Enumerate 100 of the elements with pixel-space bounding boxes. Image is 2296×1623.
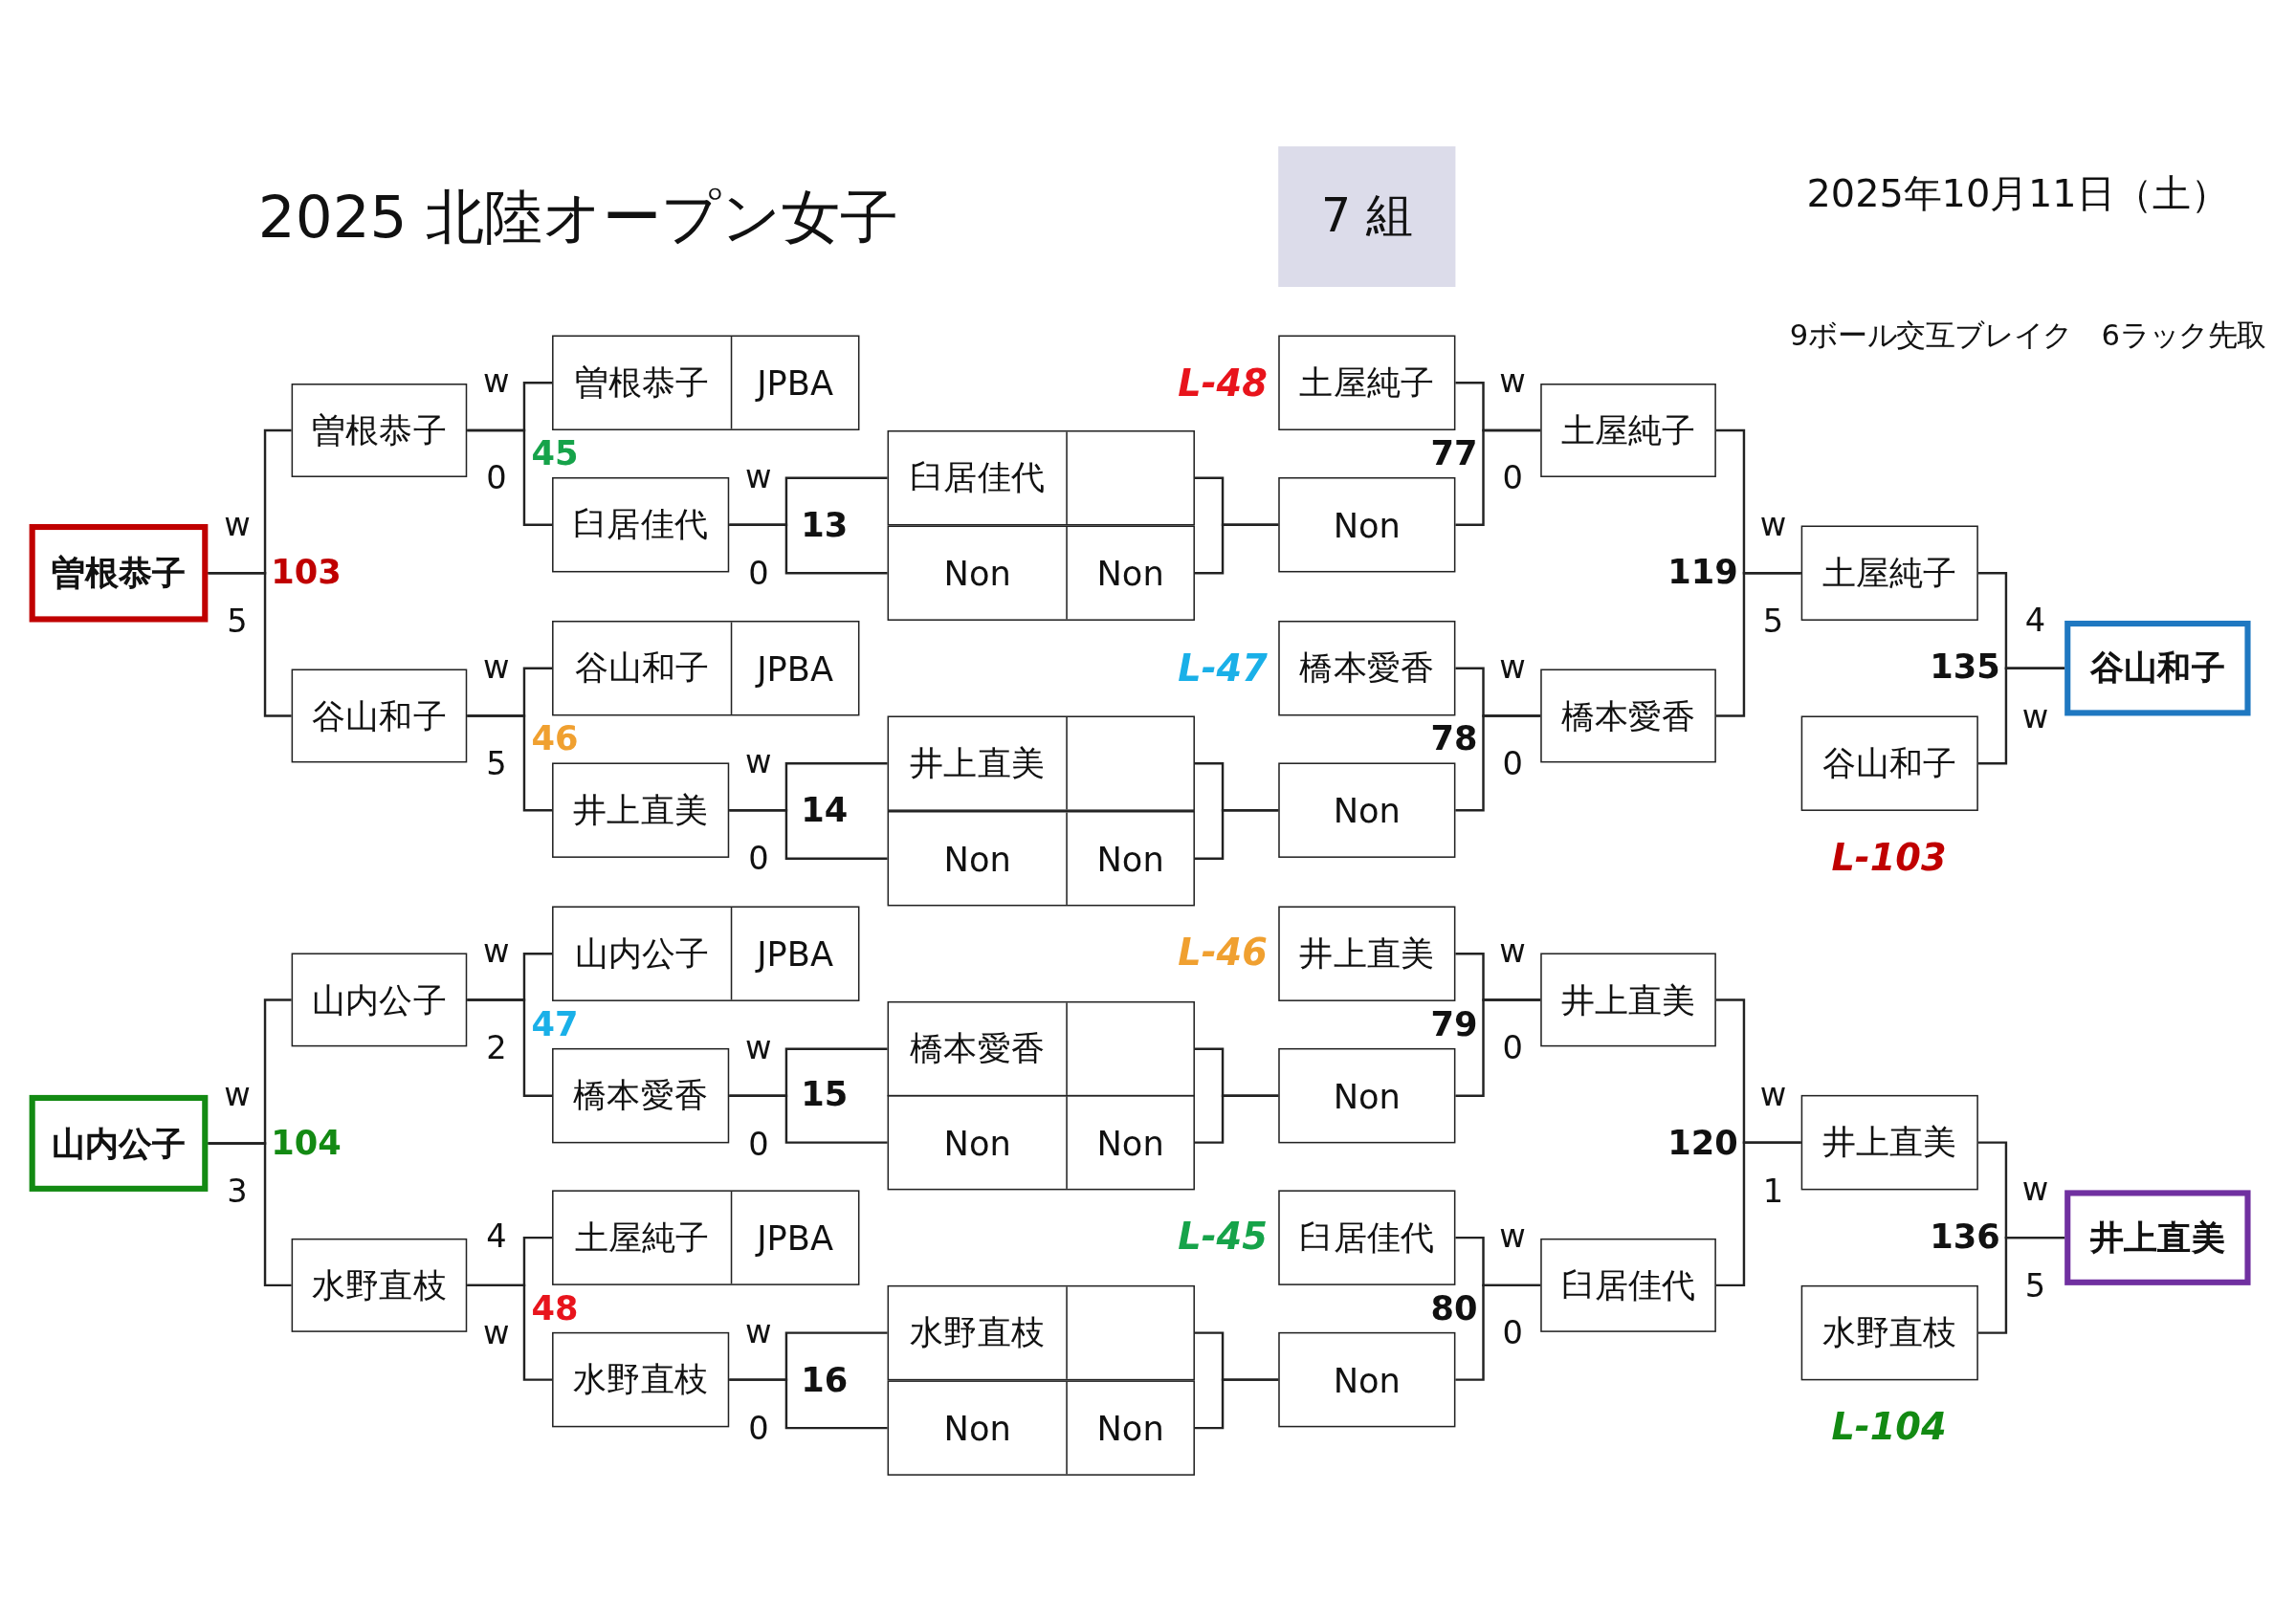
name-box: 水野直枝 (1800, 1284, 1978, 1381)
loser-label: L-46 (1178, 934, 1268, 972)
player-row (887, 1284, 1195, 1381)
name-cell-text: 水野直枝 (909, 1311, 1047, 1353)
affiliation-cell: Non (1066, 527, 1194, 620)
name-box: 臼居佳代 (552, 477, 730, 573)
name-cell-text: 井上直美 (909, 742, 1047, 784)
bracket-line (729, 523, 888, 575)
affiliation-cell: Non (1066, 812, 1194, 905)
affiliation-cell: JPBA (730, 622, 858, 714)
name-box: 水野直枝 (552, 1331, 730, 1428)
bracket-line (729, 808, 888, 860)
name-box: 曽根恭子 (291, 384, 468, 477)
winner-box: 山内公子 (29, 1094, 209, 1192)
player-row (887, 810, 1195, 907)
winner-box: 井上直美 (2064, 1190, 2251, 1285)
name-box: 橋本愛香 (552, 1047, 730, 1144)
match-number: 15 (801, 1078, 849, 1112)
match-number: 13 (801, 508, 849, 543)
name-box: 土屋純子 (1278, 335, 1456, 430)
winner-box: 谷山和子 (2064, 621, 2251, 716)
match-number: 48 (531, 1291, 579, 1326)
name-cell-text: 臼居佳代 (909, 457, 1047, 498)
loser-label: L-103 (1831, 839, 1947, 877)
player-row (887, 715, 1195, 811)
bracket-line (467, 1283, 553, 1381)
bracket-line (208, 572, 292, 717)
player-row (887, 1000, 1195, 1097)
bracket-line (467, 714, 553, 812)
match-number: 104 (271, 1126, 342, 1160)
bracket-line (467, 998, 553, 1097)
bracket-line (1195, 1094, 1279, 1144)
match-number: 119 (1667, 555, 1738, 590)
player-row (552, 335, 860, 430)
winner-box: 曽根恭子 (29, 523, 209, 623)
title: 2025 北陸オープン女子 (257, 186, 899, 247)
match-number: 79 (1430, 1007, 1478, 1042)
bracket-line (1455, 998, 1541, 1097)
bracket-line (1455, 714, 1541, 812)
bracket-line (1195, 523, 1279, 575)
match-number: 14 (801, 794, 849, 828)
player-row (887, 1094, 1195, 1191)
bracket-line (729, 1378, 888, 1430)
name-cell-text: 橋本愛香 (909, 1028, 1047, 1069)
match-number: 46 (531, 722, 579, 757)
bracket-line (1455, 1283, 1541, 1381)
match-number: 120 (1667, 1126, 1738, 1160)
bracket-line (729, 1094, 888, 1144)
loser-label: L-45 (1178, 1218, 1268, 1256)
match-number: 80 (1430, 1291, 1478, 1326)
player-row (887, 525, 1195, 621)
group-box: 7 組 (1278, 146, 1456, 287)
info-text: 2025年10月11日（土） (1806, 174, 2229, 212)
affiliation-cell: JPBA (730, 1191, 858, 1284)
name-box: Non (1278, 477, 1456, 573)
name-box: 橋本愛香 (1278, 621, 1456, 716)
match-number: 47 (531, 1007, 579, 1042)
match-number: 136 (1930, 1219, 2000, 1254)
name-box: 水野直枝 (291, 1238, 468, 1332)
match-number: 78 (1430, 722, 1478, 757)
name-cell-text: 山内公子 (573, 932, 711, 975)
match-number: 45 (531, 436, 579, 472)
match-number: 77 (1430, 436, 1478, 472)
name-box: 山内公子 (291, 953, 468, 1047)
affiliation-cell: JPBA (730, 337, 858, 429)
name-cell-text: Non (942, 553, 1012, 595)
player-row (887, 430, 1195, 526)
name-cell-text: 谷山和子 (573, 647, 711, 689)
name-cell-text: Non (942, 838, 1012, 880)
name-box: 井上直美 (1800, 1094, 1978, 1191)
affiliation-cell: Non (1066, 1381, 1194, 1475)
name-box: 谷山和子 (291, 669, 468, 763)
bracket-line (1977, 667, 2065, 765)
bracket-line (1455, 428, 1541, 526)
bracket-line (1195, 1378, 1279, 1430)
name-box: Non (1278, 1047, 1456, 1144)
name-cell-text: 土屋純子 (573, 1217, 711, 1259)
bracket-line (1977, 1236, 2065, 1334)
affiliation-cell: JPBA (730, 908, 858, 1000)
affiliation-cell: Non (1066, 1096, 1194, 1189)
name-cell-text: Non (942, 1408, 1012, 1449)
match-number: 16 (801, 1363, 849, 1397)
bracket-line (208, 1142, 292, 1287)
bracket-line (1715, 1141, 1801, 1287)
name-box: 橋本愛香 (1540, 669, 1716, 763)
bracket-line (1715, 572, 1801, 717)
name-cell-text: 曽根恭子 (573, 362, 711, 404)
name-box: 谷山和子 (1800, 715, 1978, 811)
loser-label: L-48 (1178, 364, 1268, 403)
loser-label: L-47 (1178, 650, 1268, 688)
bracket-line (1195, 808, 1279, 860)
loser-label: L-104 (1831, 1409, 1947, 1446)
player-row (552, 621, 860, 716)
name-box: Non (1278, 1331, 1456, 1428)
bracket-line (467, 428, 553, 526)
info-text: 9ボール交互ブレイク 6ラック先取 (1789, 320, 2266, 350)
match-number: 135 (1930, 650, 2000, 685)
name-cell-text: Non (942, 1122, 1012, 1164)
match-number: 103 (271, 555, 342, 590)
name-box: 土屋純子 (1800, 525, 1978, 621)
